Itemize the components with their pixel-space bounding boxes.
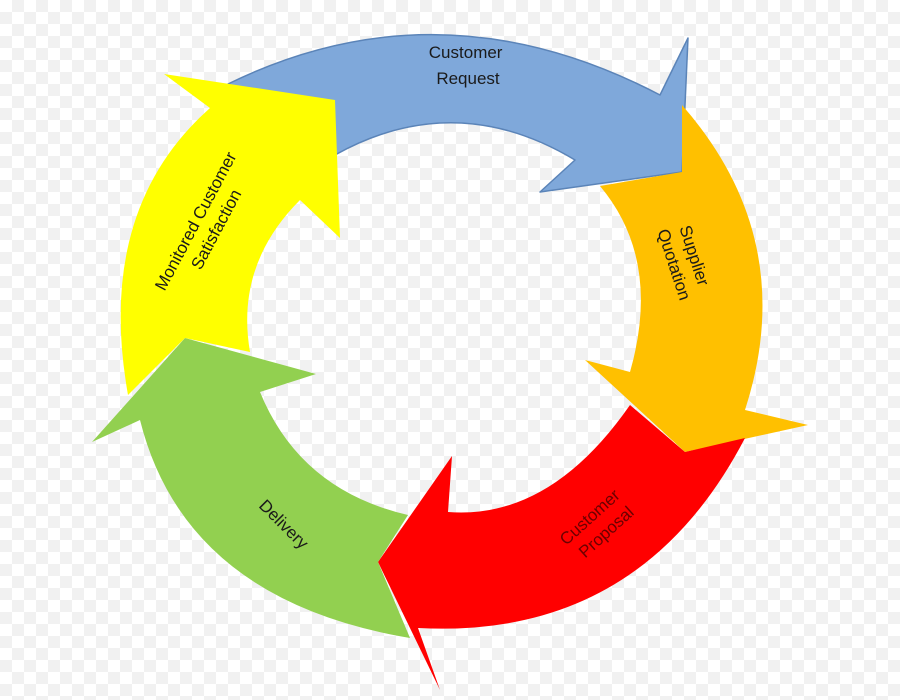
- segment-monitored-customer-satisfaction: Monitored Customer Satisfaction: [120, 74, 340, 395]
- arrow-customer-request: [228, 34, 688, 192]
- segment-supplier-quotation: Supplier Quotation: [585, 105, 808, 452]
- segment-customer-request: Customer Request: [227, 33, 689, 193]
- arrow-monitored-customer-satisfaction: [120, 74, 340, 395]
- segment-delivery: Delivery: [92, 338, 410, 638]
- arrow-delivery: [92, 338, 410, 638]
- arrow-supplier-quotation: [585, 105, 808, 452]
- svg-text:Customer Request: Customer Request: [429, 43, 507, 88]
- segment-customer-proposal: Customer Proposal: [378, 405, 745, 690]
- label-customer-request-line1: Customer: [429, 43, 503, 62]
- arrow-customer-proposal: [378, 405, 745, 690]
- svg-text:Supplier Quotation: Supplier Quotation: [653, 220, 715, 303]
- label-customer-request-line2: Request: [436, 69, 500, 88]
